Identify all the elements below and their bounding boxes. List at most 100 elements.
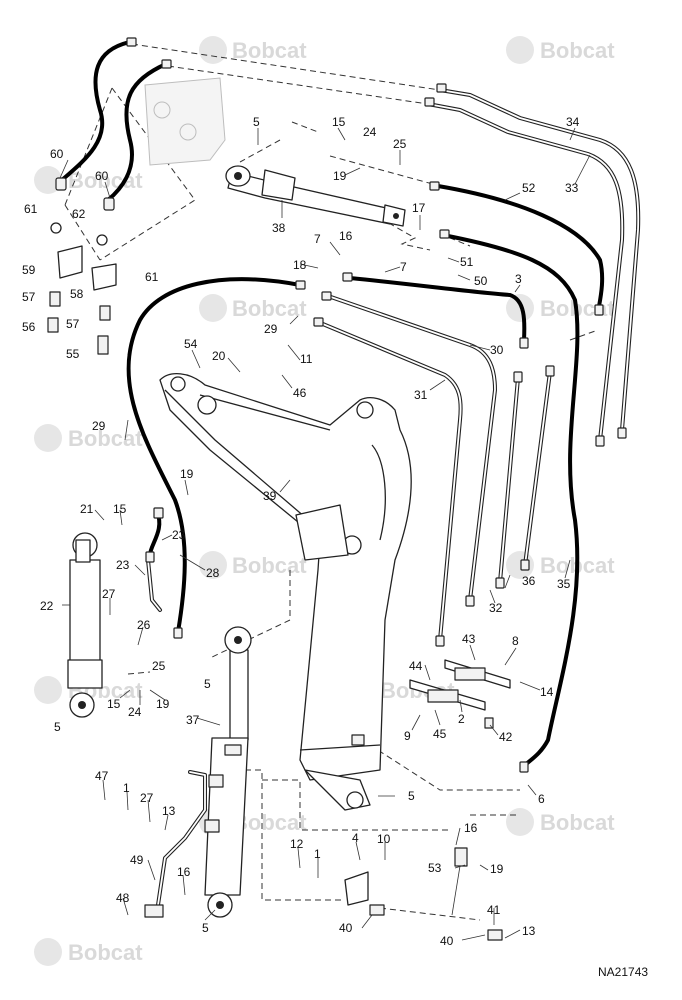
callout-22: 22	[40, 599, 54, 613]
callout-5: 5	[202, 921, 209, 935]
callout-16: 16	[339, 229, 353, 243]
callout-40: 40	[339, 921, 353, 935]
callout-13: 13	[522, 924, 536, 938]
callout-20: 20	[212, 349, 226, 363]
bucket-mount-ghost	[144, 77, 226, 166]
cylinder-37	[204, 626, 252, 918]
callout-40: 40	[440, 934, 454, 948]
watermark-text: Bobcat	[540, 810, 615, 835]
callout-42: 42	[499, 730, 513, 744]
fittings	[55, 37, 627, 773]
watermark-text: Bobcat	[540, 38, 615, 63]
callout-51: 51	[460, 255, 474, 269]
callout-27: 27	[140, 791, 154, 805]
callout-23: 23	[116, 558, 130, 572]
callout-35: 35	[557, 577, 571, 591]
hose-60-left	[60, 40, 132, 182]
callout-57: 57	[66, 317, 80, 331]
hose-35	[441, 233, 580, 768]
callout-9: 9	[404, 729, 411, 743]
watermark-text: Bobcat	[232, 296, 307, 321]
callout-19: 19	[490, 862, 504, 876]
callout-21: 21	[80, 502, 94, 516]
lower-parts	[144, 717, 503, 941]
callout-41: 41	[487, 903, 501, 917]
callout-60: 60	[50, 147, 64, 161]
callout-43: 43	[462, 632, 476, 646]
dashed-leader-lines	[64, 43, 599, 921]
callout-15: 15	[113, 502, 127, 516]
cylinder-22	[67, 532, 103, 718]
callout-62: 62	[72, 207, 86, 221]
callout-55: 55	[66, 347, 80, 361]
watermark: Bobcat	[506, 808, 615, 836]
callout-1: 1	[314, 847, 321, 861]
callout-50: 50	[474, 274, 488, 288]
callout-31: 31	[414, 388, 428, 402]
tube-28-left	[146, 558, 162, 612]
watermark-text: Bobcat	[232, 38, 307, 63]
callout-23: 23	[172, 528, 186, 542]
callout-7: 7	[314, 232, 321, 246]
callout-19: 19	[333, 169, 347, 183]
watermark-text: Bobcat	[68, 426, 143, 451]
callout-27: 27	[102, 587, 116, 601]
tube-34	[438, 88, 641, 432]
callout-2: 2	[458, 712, 465, 726]
callout-61: 61	[145, 270, 159, 284]
callout-1: 1	[123, 781, 130, 795]
callout-19: 19	[180, 467, 194, 481]
manifold-parts	[47, 222, 117, 355]
callout-5: 5	[54, 720, 61, 734]
callout-3: 3	[515, 272, 522, 286]
callout-24: 24	[128, 705, 142, 719]
callout-6: 6	[538, 792, 545, 806]
callout-57: 57	[22, 290, 36, 304]
tube-32-right	[523, 370, 552, 567]
callout-37: 37	[186, 713, 200, 727]
callout-54: 54	[184, 337, 198, 351]
callout-30: 30	[490, 343, 504, 357]
watermark: Bobcat	[199, 294, 307, 322]
callout-5: 5	[204, 677, 211, 691]
callout-49: 49	[130, 853, 144, 867]
callout-15: 15	[332, 115, 346, 129]
callout-17: 17	[412, 201, 426, 215]
callout-33: 33	[565, 181, 579, 195]
callouts: 60 60 61 62 59 58 61 57 57 56 55 5 15 24…	[22, 115, 580, 948]
hoses	[60, 40, 605, 768]
callout-46: 46	[293, 386, 307, 400]
callout-48: 48	[116, 891, 130, 905]
tube-36	[498, 376, 520, 584]
callout-8: 8	[512, 634, 519, 648]
bracket-43-44	[409, 659, 511, 711]
callout-38: 38	[272, 221, 286, 235]
callout-29: 29	[92, 419, 106, 433]
callout-29: 29	[264, 322, 278, 336]
callout-12: 12	[290, 837, 304, 851]
tube-49	[156, 770, 207, 907]
callout-39: 39	[263, 489, 277, 503]
watermark-text: Bobcat	[232, 553, 307, 578]
callout-56: 56	[22, 320, 36, 334]
callout-24: 24	[363, 125, 377, 139]
callout-47: 47	[95, 769, 109, 783]
hose-3	[348, 276, 527, 342]
hose-52	[436, 184, 605, 314]
callout-16: 16	[177, 865, 191, 879]
callout-16: 16	[464, 821, 478, 835]
callout-5: 5	[253, 115, 260, 129]
hose-29	[126, 277, 302, 634]
watermark: Bobcat	[34, 424, 143, 452]
watermark: Bobcat	[199, 551, 307, 579]
tube-31	[316, 320, 463, 642]
callout-60: 60	[95, 169, 109, 183]
callout-25: 25	[152, 659, 166, 673]
callout-28: 28	[206, 566, 220, 580]
callout-26: 26	[137, 618, 151, 632]
hose-60-right	[106, 62, 168, 202]
drawing-code: NA21743	[598, 965, 648, 979]
callout-53: 53	[428, 861, 442, 875]
watermark: Bobcat	[34, 938, 143, 966]
